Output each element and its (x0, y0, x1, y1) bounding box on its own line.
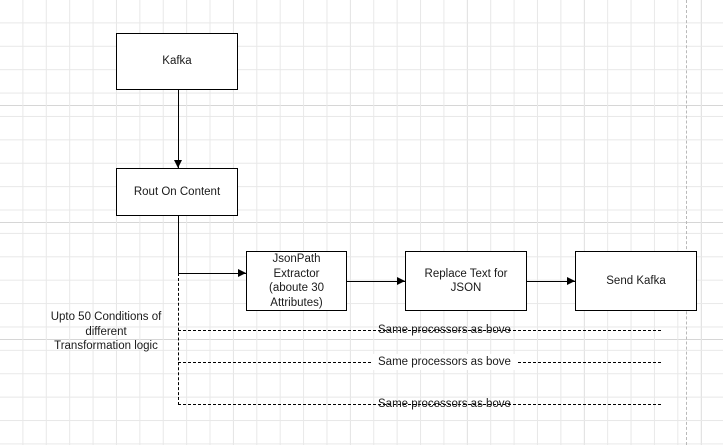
connector-replace-to-sendkafka (527, 280, 575, 283)
note-same-processors-1: Same processors as bove (378, 324, 511, 336)
arrowhead-replace-to-sendkafka (567, 276, 575, 285)
note-same-processors-3: Same processors as bove (378, 398, 511, 410)
node-jsonpath-extractor[interactable]: JsonPath Extractor (aboute 30 Attributes… (246, 251, 347, 311)
node-send-kafka[interactable]: Send Kafka (575, 251, 697, 311)
dashed-branch-row-1 (177, 330, 661, 331)
dashed-branch-row-3 (177, 404, 661, 405)
page-break-line (686, 0, 687, 445)
node-replace-text[interactable]: Replace Text for JSON (405, 251, 527, 311)
dashed-branch-trunk (177, 273, 179, 405)
connector-route-drop (177, 216, 180, 274)
arrowhead-route-to-jsonpath (238, 268, 246, 277)
connector-kafka-to-route (177, 90, 180, 168)
connector-jsonpath-to-replace (347, 280, 405, 283)
note-conditions: Upto 50 Conditions of different Transfor… (50, 311, 162, 352)
node-kafka-source[interactable]: Kafka (116, 33, 238, 90)
connector-route-to-jsonpath (177, 272, 246, 275)
arrowhead-kafka-to-route (173, 160, 182, 168)
arrowhead-jsonpath-to-replace (397, 276, 405, 285)
node-route-on-content[interactable]: Rout On Content (116, 168, 238, 216)
note-same-processors-2: Same processors as bove (372, 354, 517, 370)
